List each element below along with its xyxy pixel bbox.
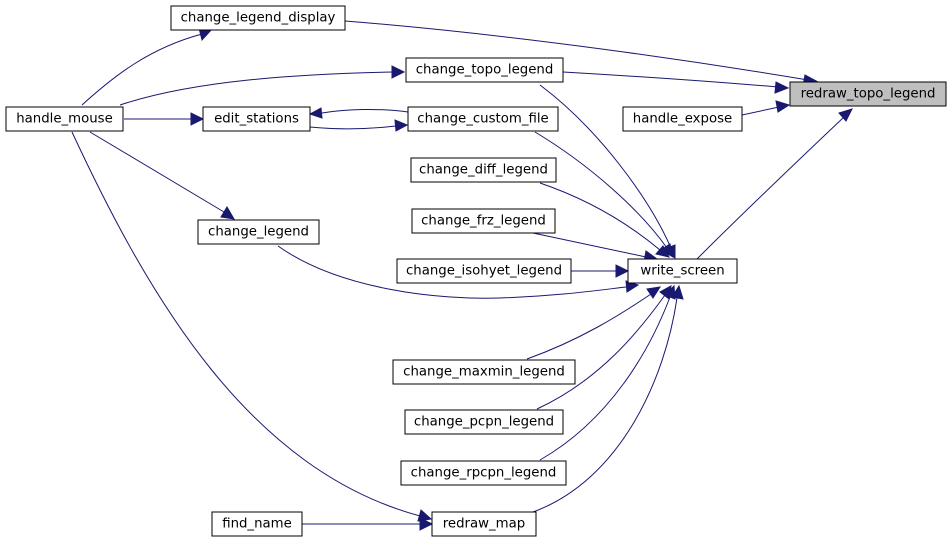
edge-write-screen-to-redraw-topo-legend (696, 108, 853, 260)
node-label: find_name (222, 517, 292, 532)
node-label: edit_stations (214, 112, 299, 127)
node-label: change_maxmin_legend (403, 365, 565, 380)
node-label: change_topo_legend (416, 63, 554, 78)
node-handle-expose[interactable]: handle_expose (622, 106, 743, 132)
node-change-rpcpn-legend[interactable]: change_rpcpn_legend (400, 460, 567, 486)
edge-change-topo-legend-to-redraw-topo-legend (562, 71, 790, 94)
edge-handle-mouse-to-change-topo-legend (119, 65, 406, 106)
node-redraw-map[interactable]: redraw_map (431, 511, 537, 537)
node-change-diff-legend[interactable]: change_diff_legend (410, 157, 557, 183)
node-find-name[interactable]: find_name (211, 511, 303, 537)
node-handle-mouse[interactable]: handle_mouse (5, 106, 124, 132)
edge-change-frz-legend-to-write-screen (532, 232, 659, 263)
node-label: change_legend_display (181, 11, 336, 26)
edge-change-maxmin-legend-to-write-screen (526, 286, 662, 360)
edge-edit-stations-to-change-custom-file (309, 119, 409, 132)
node-edit-stations[interactable]: edit_stations (202, 106, 311, 132)
node-label: change_isohyet_legend (406, 264, 562, 279)
node-label: redraw_topo_legend (801, 87, 936, 102)
node-label: handle_expose (633, 112, 732, 127)
edge-handle-expose-to-redraw-topo-legend (741, 100, 791, 116)
node-label: change_pcpn_legend (414, 415, 554, 430)
node-change-legend-display[interactable]: change_legend_display (170, 5, 346, 31)
edge-find-name-to-redraw-map (302, 517, 434, 531)
node-label: change_legend (208, 225, 309, 240)
edge-change-diff-legend-to-write-screen (539, 182, 670, 258)
edge-handle-mouse-to-change-legend-display (81, 27, 214, 106)
node-label: change_custom_file (417, 112, 548, 127)
edge-handle-mouse-to-redraw-map (71, 131, 433, 522)
node-label: handle_mouse (16, 112, 113, 127)
node-change-maxmin-legend[interactable]: change_maxmin_legend (392, 359, 576, 385)
node-change-frz-legend[interactable]: change_frz_legend (411, 208, 556, 234)
node-change-isohyet-legend[interactable]: change_isohyet_legend (396, 258, 572, 284)
edge-handle-mouse-to-change-legend (89, 131, 235, 220)
node-change-custom-file[interactable]: change_custom_file (407, 106, 559, 132)
node-redraw-topo-legend[interactable]: redraw_topo_legend (789, 81, 947, 107)
node-change-legend[interactable]: change_legend (197, 219, 320, 245)
node-change-topo-legend[interactable]: change_topo_legend (405, 57, 564, 83)
edge-handle-mouse-to-edit-stations (124, 112, 205, 126)
node-label: redraw_map (443, 517, 525, 532)
edge-change-custom-file-to-edit-stations (308, 107, 409, 119)
node-label: change_rpcpn_legend (411, 466, 557, 481)
edge-change-isohyet-legend-to-write-screen (571, 264, 630, 278)
node-change-pcpn-legend[interactable]: change_pcpn_legend (404, 409, 564, 435)
node-label: change_diff_legend (419, 163, 548, 178)
edge-redraw-map-to-write-screen (532, 284, 684, 513)
node-label: write_screen (640, 264, 724, 279)
node-write-screen[interactable]: write_screen (627, 258, 738, 284)
node-label: change_frz_legend (421, 214, 546, 229)
